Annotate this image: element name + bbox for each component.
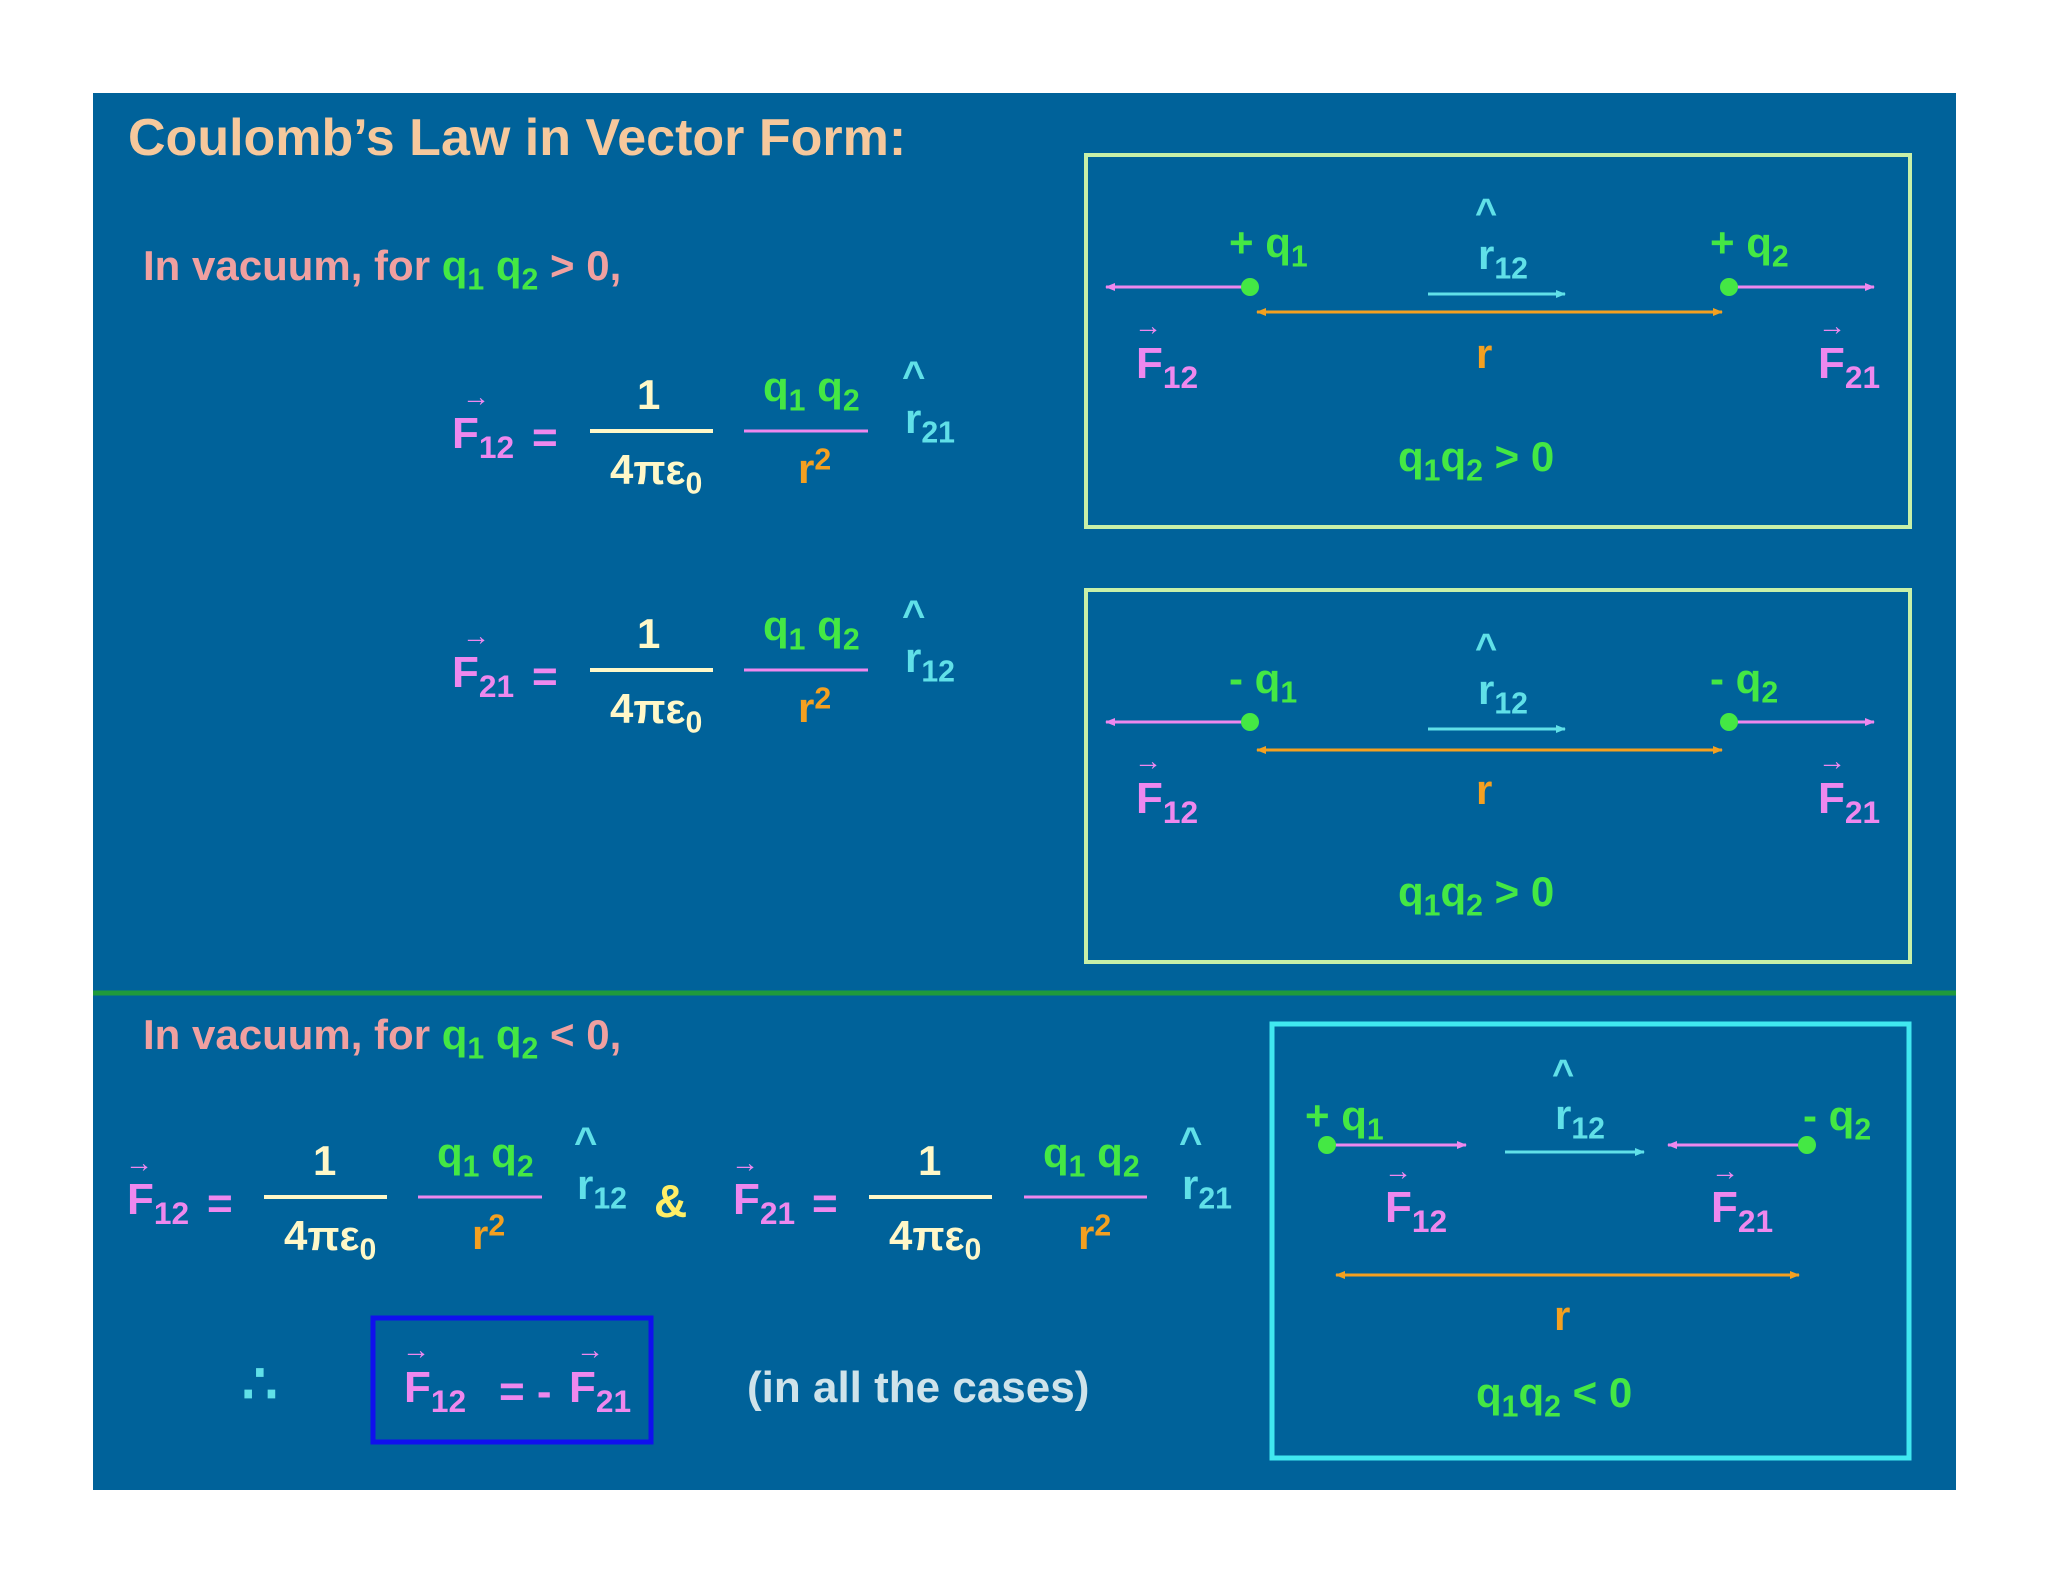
diagram-box-repulsive-positive [1084, 153, 1912, 529]
heading-repulsive: In vacuum, for q1 q2 > 0, [143, 242, 622, 297]
diagram-box-repulsive-negative [1084, 588, 1912, 964]
and-symbol: & [654, 1175, 688, 1227]
charge-dot-q2 [1720, 713, 1738, 731]
diagram-box-attractive [1269, 1021, 1912, 1461]
charge-dot-q1 [1318, 1136, 1336, 1154]
heading-attractive: In vacuum, for q1 q2 < 0, [143, 1011, 622, 1066]
charge-dot-q1 [1241, 713, 1259, 731]
charge-dot-q2 [1720, 278, 1738, 296]
result-box [370, 1315, 654, 1445]
slide-title: Coulomb’s Law in Vector Form: [128, 109, 907, 167]
charge-dot-q2 [1798, 1136, 1816, 1154]
therefore-symbol: ∴ [242, 1352, 278, 1415]
charge-dot-q1 [1241, 278, 1259, 296]
slide [93, 93, 1956, 1490]
note-all-cases: (in all the cases) [747, 1363, 1090, 1412]
